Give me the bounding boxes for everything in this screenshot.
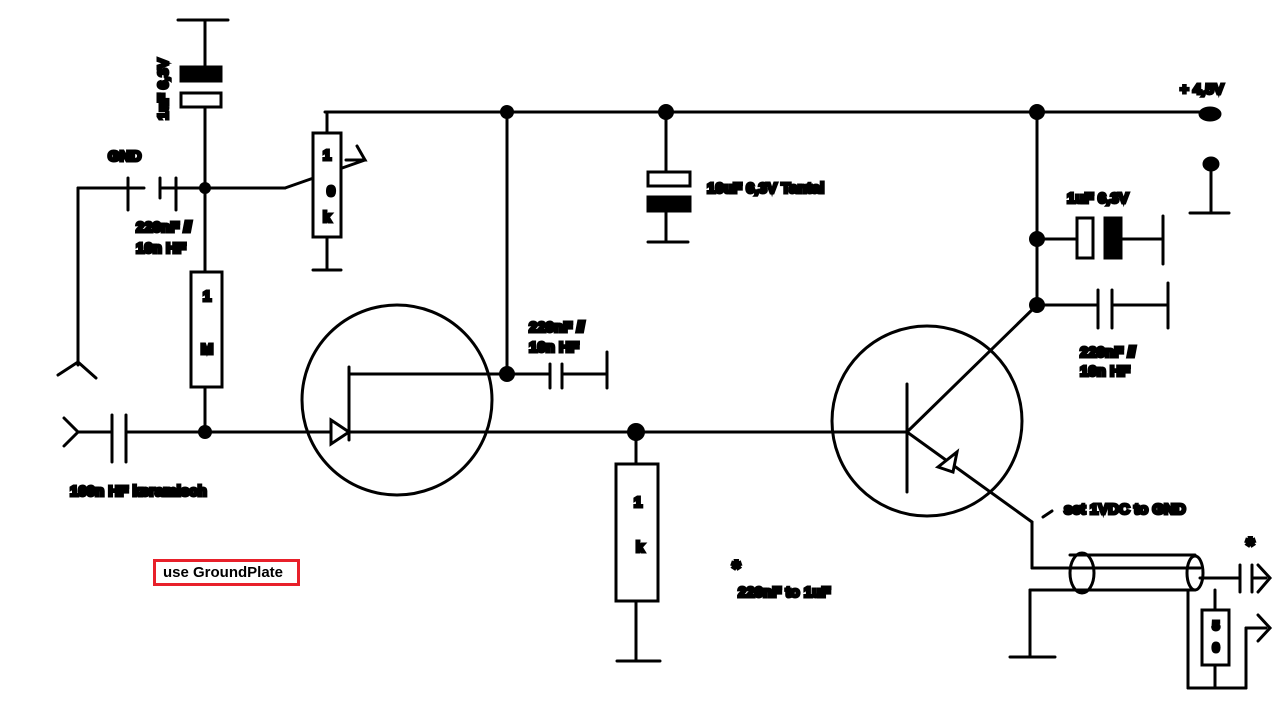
capacitor-tantal-10uf	[646, 110, 692, 244]
label-pot-2: 0	[327, 183, 335, 200]
label-r50-2: 0	[1212, 640, 1219, 655]
label-c2-line2: 10n HF	[136, 240, 186, 257]
ground-right	[1188, 156, 1231, 215]
label-r1k-1: 1	[634, 494, 642, 511]
label-star-note: *	[732, 556, 741, 581]
label-r50-1: 5	[1212, 618, 1219, 633]
label-pot-1: 1	[323, 147, 331, 164]
label-pot-3: k	[323, 209, 332, 226]
capacitor-right-hf	[1035, 281, 1170, 330]
label-gnd: GND	[108, 148, 142, 165]
capacitor-c1-1uf	[176, 18, 230, 189]
label-c-mid-1: 220nF //	[529, 319, 586, 336]
label-star-value: 220nF to 1uF	[738, 584, 831, 601]
antenna-ground-symbol	[56, 360, 98, 380]
coax-cable	[1008, 520, 1205, 659]
capacitor-c2-220nf	[76, 176, 207, 367]
label-c1: 1uF 6,3V	[155, 58, 172, 120]
potentiometer-10k	[203, 110, 368, 272]
label-r1m-2: M	[201, 341, 214, 358]
label-c-input: 100n HF keramisch	[70, 483, 207, 500]
label-c-right-1: 220nF //	[1080, 344, 1137, 361]
node-gate	[198, 425, 212, 439]
capacitor-input-100n	[62, 413, 342, 464]
capacitor-right-1uf	[1035, 214, 1165, 266]
wire-emitter-note	[1041, 509, 1054, 519]
transistor-bjt	[830, 303, 1039, 524]
resistor-1m	[189, 186, 224, 434]
label-r1m-1: 1	[203, 288, 211, 305]
label-c-right-2: 10n HF	[1080, 363, 1130, 380]
label-c-right-top: 1uF 6,3V	[1067, 190, 1129, 207]
label-c-mid-2: 10n HF	[529, 339, 579, 356]
label-c-tantal: 10uF 6,3V Tantal	[707, 180, 824, 197]
label-star-out: *	[1246, 533, 1255, 558]
resistor-50-ohm	[1186, 588, 1273, 690]
resistor-1k	[614, 430, 662, 663]
label-supply: + 4,5V	[1180, 81, 1224, 98]
supply-rail	[323, 106, 1222, 122]
label-c2-line1: 220nF //	[136, 219, 193, 236]
capacitor-c-mid-hf	[505, 350, 609, 390]
transistor-jfet	[300, 303, 638, 497]
capacitor-output	[1198, 563, 1273, 594]
ground-plate-note: use GroundPlate	[153, 559, 300, 586]
label-r1k-2: k	[636, 539, 645, 556]
label-set-note: set 1VDC to GND	[1064, 501, 1186, 518]
